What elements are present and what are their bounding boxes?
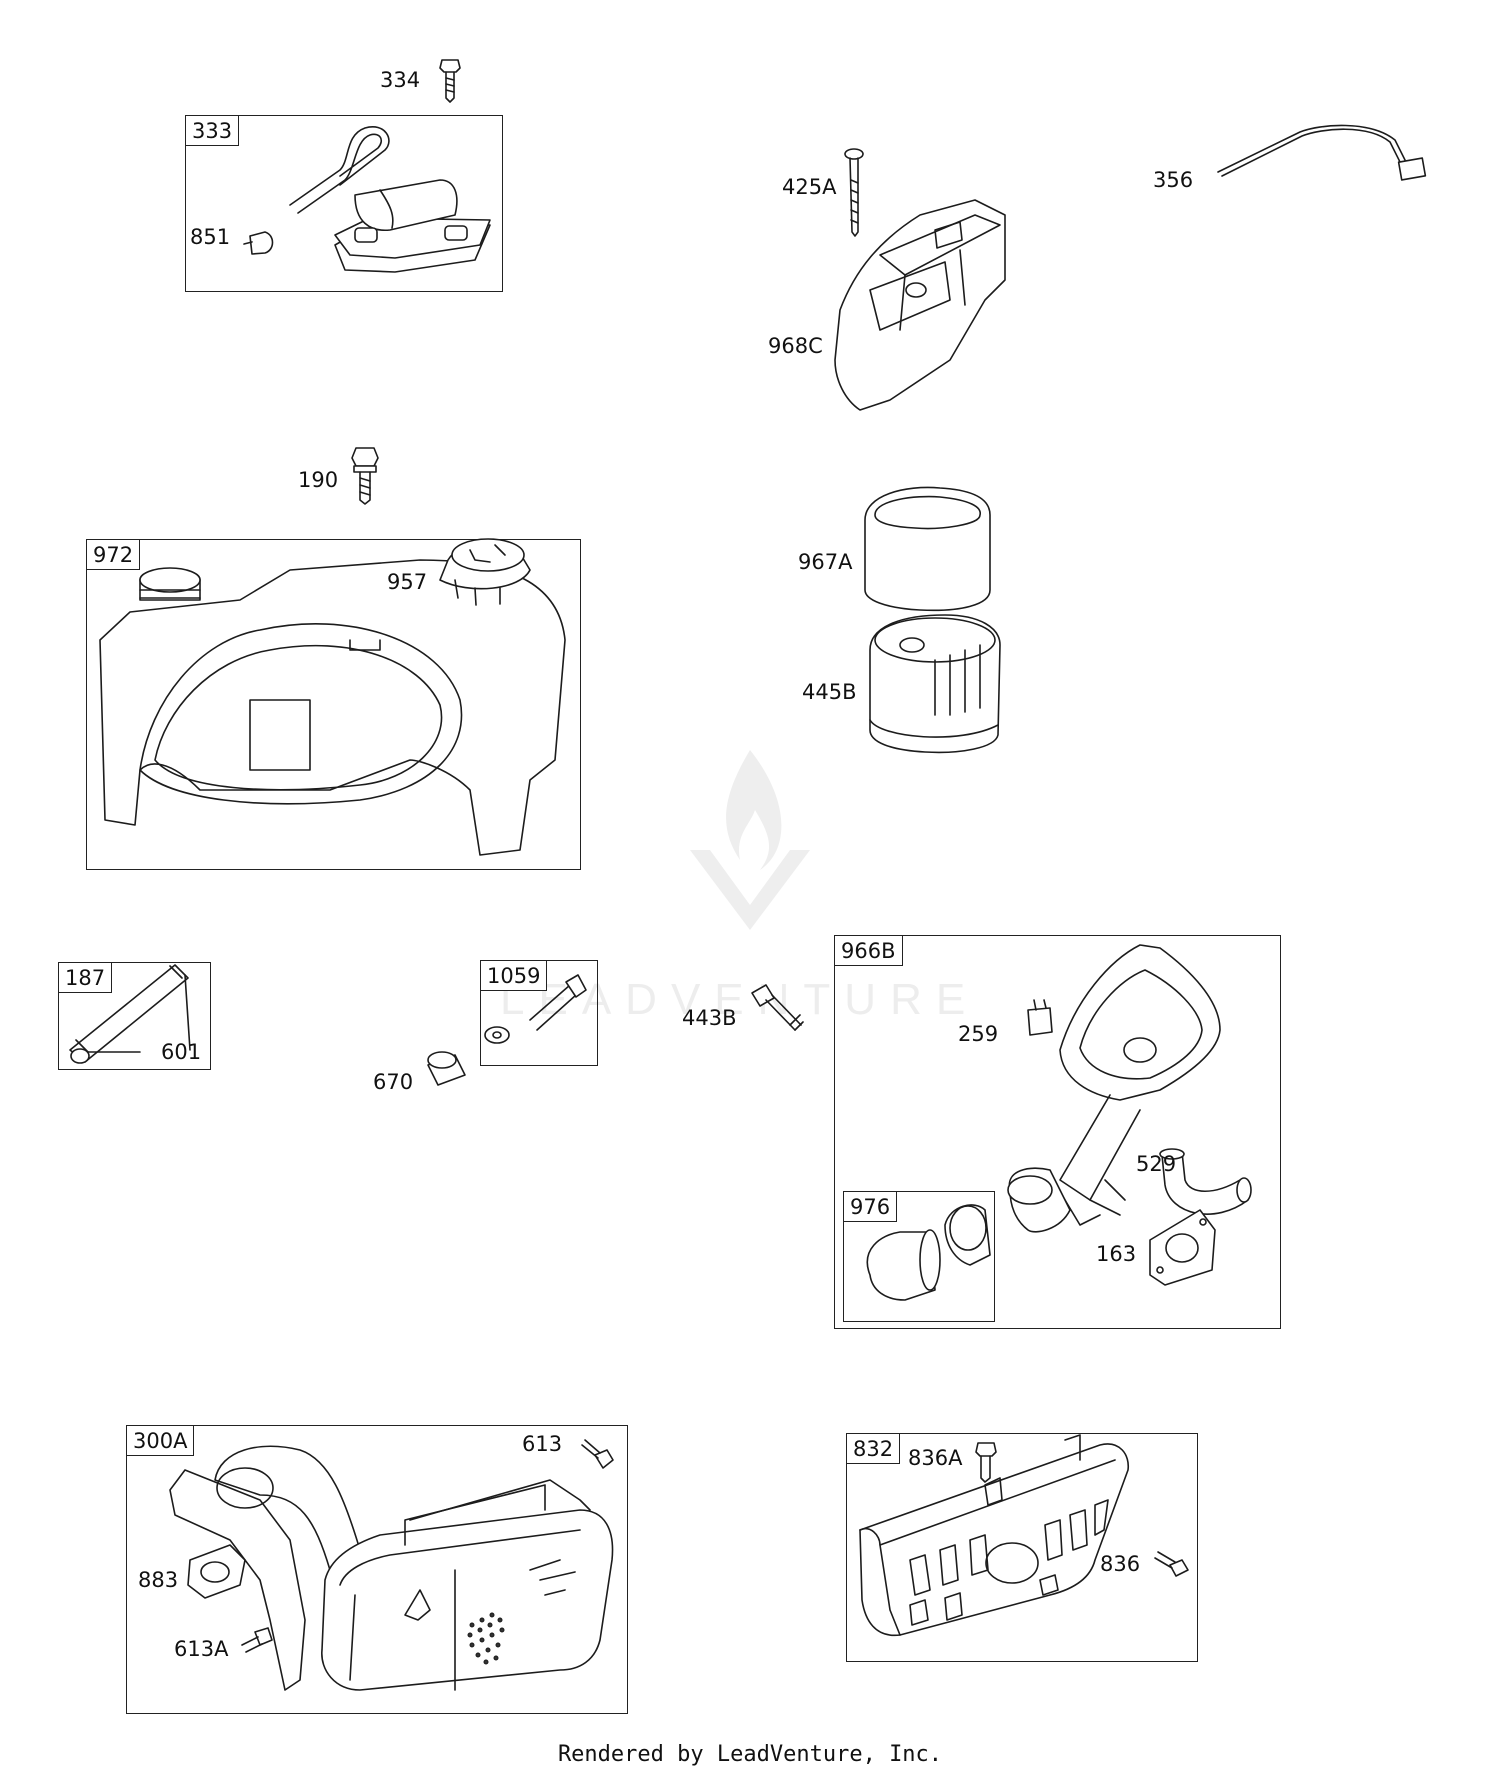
gasket-163-icon xyxy=(1149,1209,1216,1286)
ignition-armature-333-icon xyxy=(243,126,491,273)
box-972: 972 xyxy=(86,539,581,870)
bolt-613A-icon xyxy=(241,1627,273,1653)
callout-957[interactable]: 957 xyxy=(387,570,428,594)
callout-976[interactable]: 976 xyxy=(843,1191,898,1222)
box-333: 333 xyxy=(185,115,503,292)
callout-851[interactable]: 851 xyxy=(190,225,231,249)
callout-1059[interactable]: 1059 xyxy=(480,960,548,991)
box-976: 976 xyxy=(843,1191,995,1322)
callout-259[interactable]: 259 xyxy=(958,1022,999,1046)
box-832: 832 xyxy=(846,1433,1198,1662)
callout-443B[interactable]: 443B xyxy=(682,1006,737,1030)
callout-334[interactable]: 334 xyxy=(380,68,421,92)
callout-601[interactable]: 601 xyxy=(161,1040,202,1064)
callout-333[interactable]: 333 xyxy=(185,115,240,146)
callout-425A[interactable]: 425A xyxy=(782,175,837,199)
callout-190[interactable]: 190 xyxy=(298,468,339,492)
callout-832[interactable]: 832 xyxy=(846,1433,901,1464)
callout-445B[interactable]: 445B xyxy=(802,680,857,704)
spacer-670-icon xyxy=(427,1051,466,1086)
callout-967A[interactable]: 967A xyxy=(798,550,853,574)
footer-credit: Rendered by LeadVenture, Inc. xyxy=(557,1742,943,1767)
box-187: 187 xyxy=(58,962,211,1070)
callout-836[interactable]: 836 xyxy=(1100,1552,1141,1576)
wire-356-icon xyxy=(1217,124,1427,181)
callout-356[interactable]: 356 xyxy=(1153,168,1194,192)
air-cleaner-cover-968C-icon xyxy=(834,199,1006,411)
callout-966B[interactable]: 966B xyxy=(834,935,903,966)
callout-187[interactable]: 187 xyxy=(58,962,113,993)
bolt-425A-icon xyxy=(844,148,864,237)
callout-836A[interactable]: 836A xyxy=(908,1446,963,1470)
callout-163[interactable]: 163 xyxy=(1096,1242,1137,1266)
leadventure-watermark-logo xyxy=(690,750,810,930)
bolt-613-icon xyxy=(581,1439,614,1469)
heat-shield-832-icon xyxy=(859,1434,1129,1637)
gasket-883-icon xyxy=(187,1544,246,1599)
box-966B: 966B xyxy=(834,935,1281,1329)
box-300A: 300A xyxy=(126,1425,628,1714)
fuel-line-187-icon xyxy=(69,964,191,1064)
bolt-washer-1059-icon xyxy=(484,974,587,1044)
fuel-cap-957-icon xyxy=(439,538,531,606)
breather-elbow-529-icon xyxy=(1159,1148,1252,1215)
callout-300A[interactable]: 300A xyxy=(126,1425,195,1456)
air-filter-445B-icon xyxy=(869,614,1001,754)
callout-972[interactable]: 972 xyxy=(86,539,141,570)
bolt-836-icon xyxy=(1154,1551,1189,1577)
callout-613A[interactable]: 613A xyxy=(174,1637,229,1661)
bolt-334-icon xyxy=(439,59,461,103)
callout-529[interactable]: 529 xyxy=(1136,1152,1177,1176)
clip-259-icon xyxy=(1027,999,1053,1036)
bolt-190-icon xyxy=(351,447,379,505)
box-1059: 1059 xyxy=(480,960,598,1066)
muffler-300A-icon xyxy=(169,1445,614,1691)
callout-670[interactable]: 670 xyxy=(373,1070,414,1094)
callout-883[interactable]: 883 xyxy=(138,1568,179,1592)
filter-976-icon xyxy=(866,1204,991,1301)
bolt-836A-icon xyxy=(975,1442,997,1483)
bolt-443B-icon xyxy=(751,984,804,1031)
callout-968C[interactable]: 968C xyxy=(768,334,823,358)
fuel-tank-972-icon xyxy=(99,559,566,856)
pre-cleaner-967A-icon xyxy=(864,486,991,612)
callout-613[interactable]: 613 xyxy=(522,1432,563,1456)
air-cleaner-base-966B-icon xyxy=(1007,944,1221,1233)
